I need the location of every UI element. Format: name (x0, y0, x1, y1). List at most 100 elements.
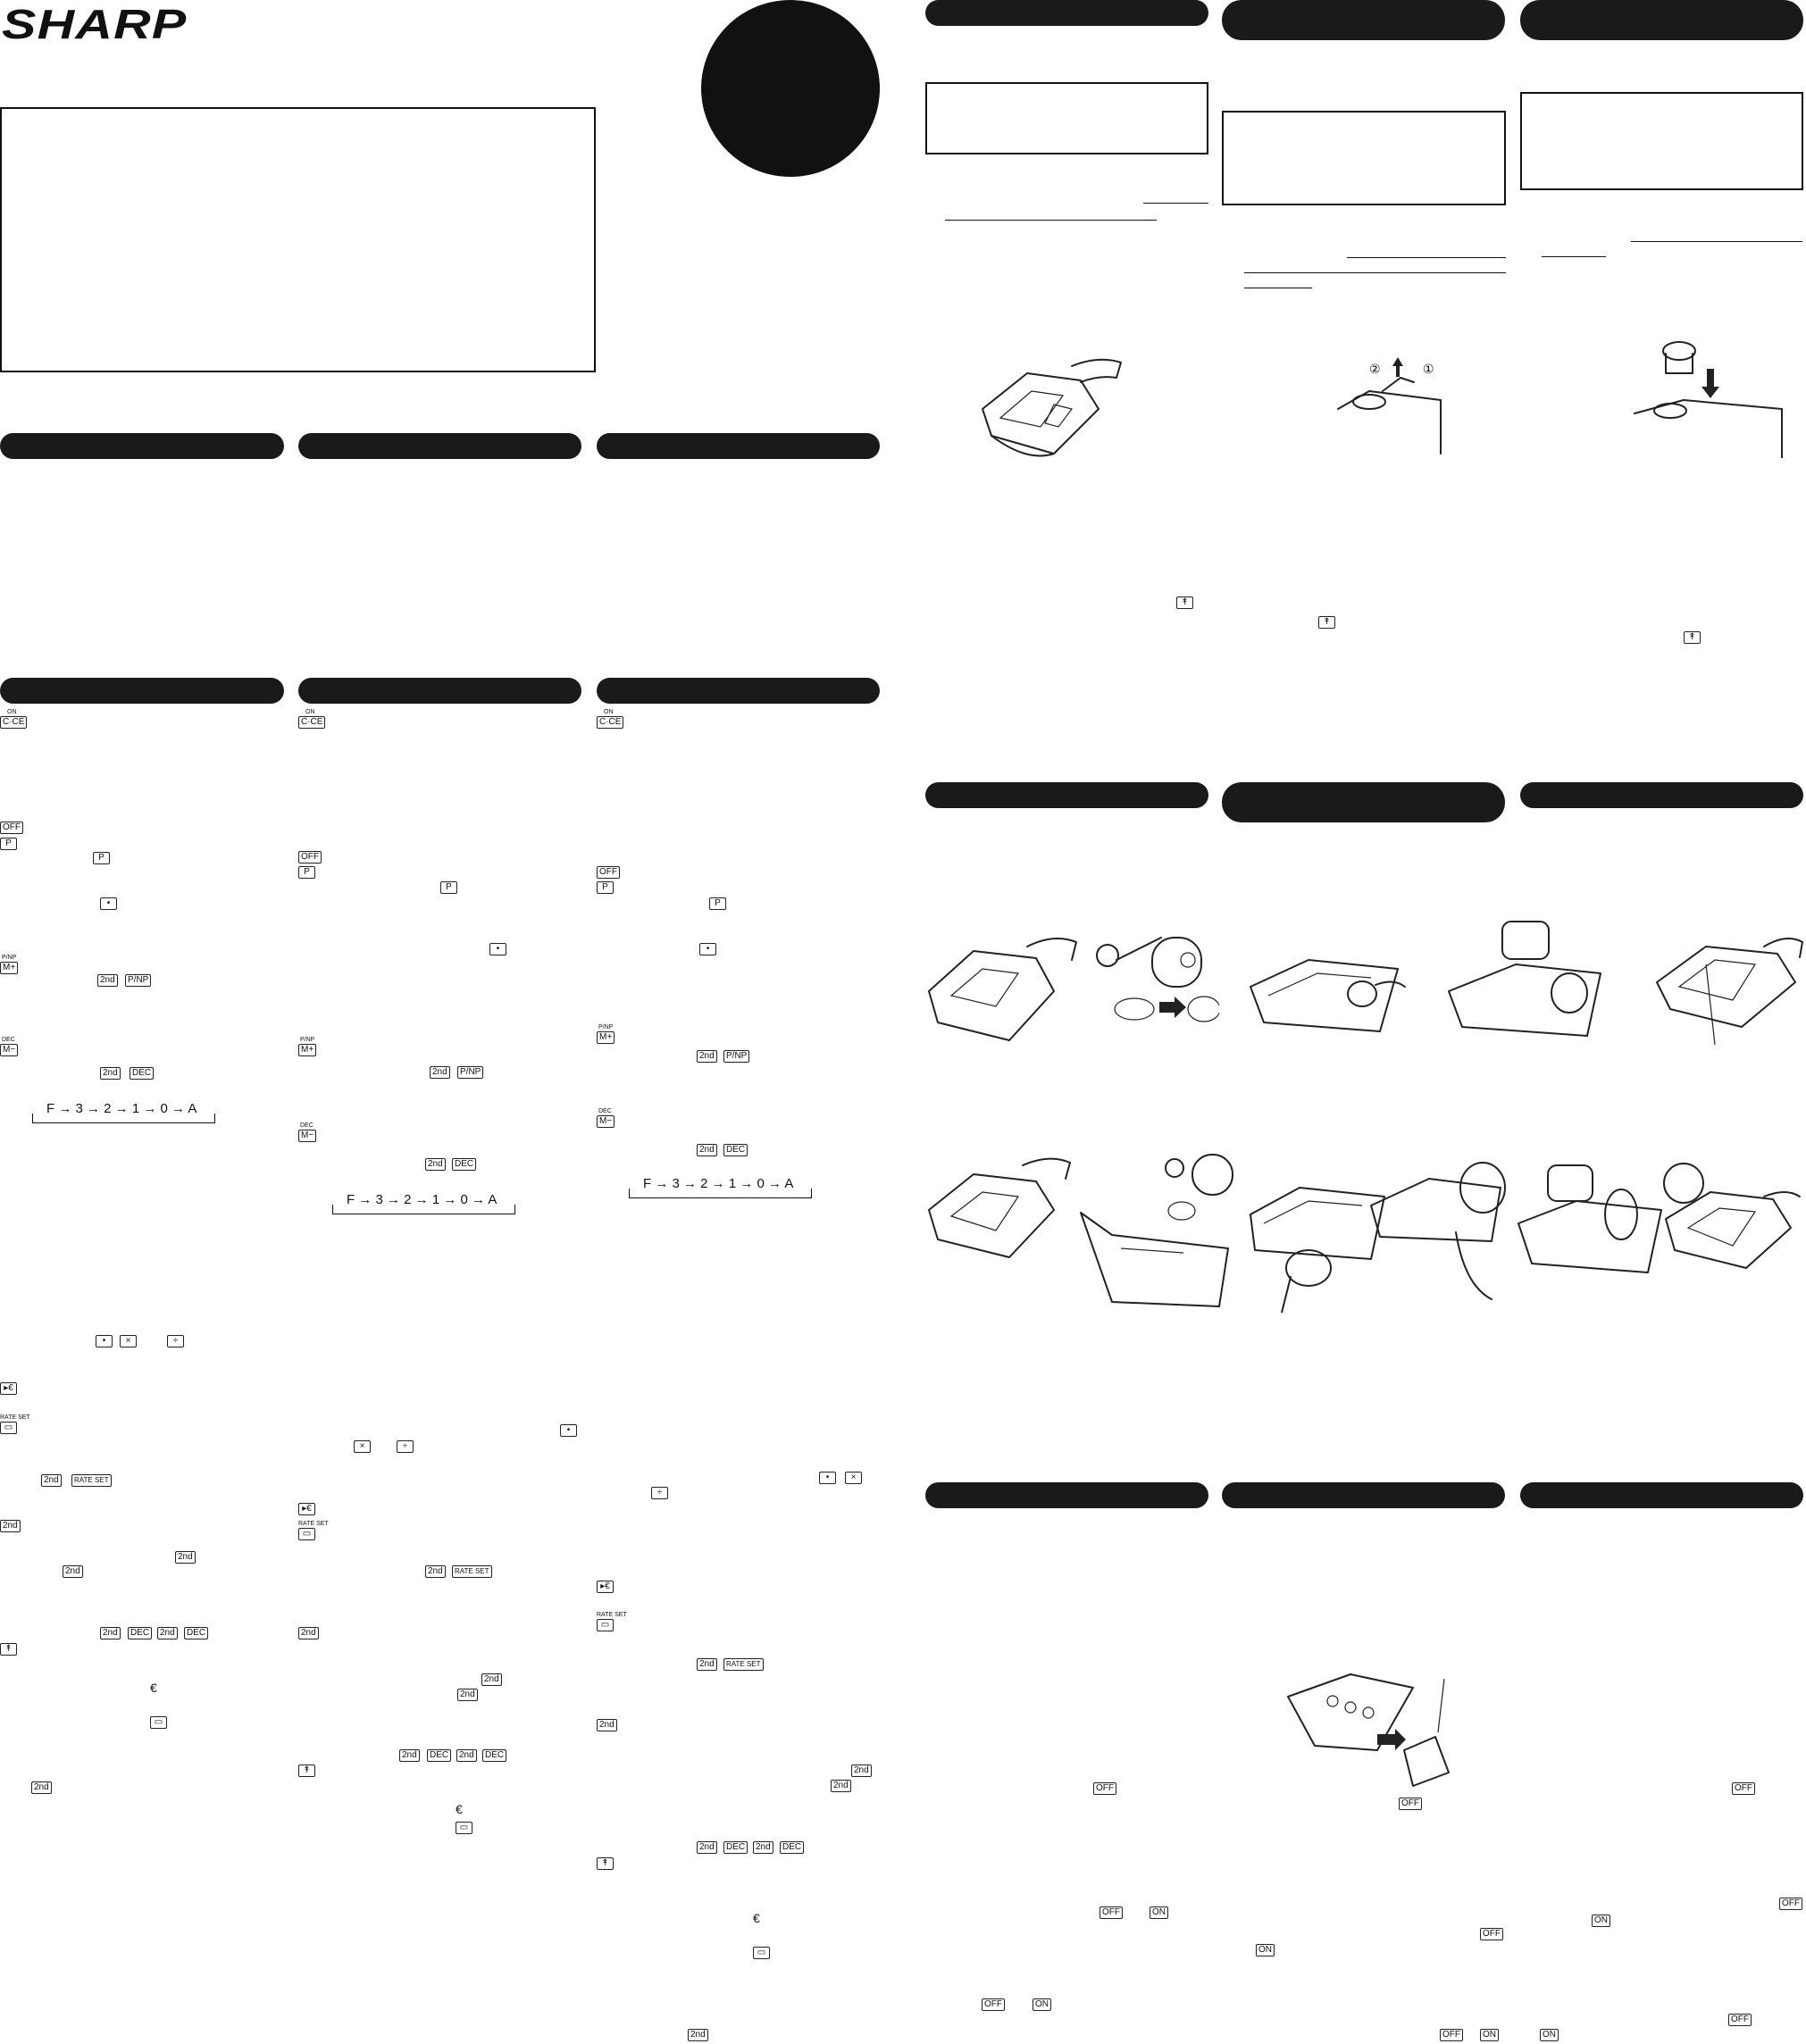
battery-cover-illustration (1287, 1673, 1450, 1787)
conversion-key: ▭ (456, 1822, 472, 1834)
text-underline (1347, 257, 1506, 258)
second-key: 2nd (697, 1144, 717, 1156)
p-key: P (0, 838, 17, 850)
roll-complete-illustration (1663, 1163, 1801, 1269)
off-key: OFF (1440, 2029, 1463, 2041)
dec-key: DEC (130, 1067, 155, 1080)
section-header (597, 433, 880, 459)
off-key: OFF (1099, 1906, 1123, 1919)
dec-key: DEC (780, 1841, 805, 1854)
roll-arm-illustration (1080, 1154, 1233, 1307)
second-key: 2nd (597, 1719, 617, 1731)
paper-feed-key: ↟ (298, 1765, 315, 1777)
dec-key: DEC (184, 1627, 209, 1639)
section-header (925, 782, 1208, 808)
m-plus-key: M+ (0, 962, 19, 974)
second-key: 2nd (456, 1749, 477, 1762)
dec-key: DEC (427, 1749, 452, 1762)
text-underline (1631, 241, 1802, 242)
m-plus-key: M+ (597, 1031, 615, 1044)
text-underline (1244, 272, 1506, 273)
p-key: P (298, 866, 315, 879)
second-key: 2nd (688, 2029, 708, 2041)
paper-insert-illustration (1250, 959, 1406, 1032)
off-key: OFF (982, 1998, 1005, 2011)
second-key: 2nd (425, 1158, 446, 1171)
ink-roller-illustration (1634, 341, 1783, 458)
second-key: 2nd (41, 1474, 62, 1487)
multiply-key: × (354, 1440, 371, 1453)
roll-feed-illustration (1518, 1164, 1662, 1273)
p-np-key: P/NP (723, 1050, 750, 1063)
on-key: ON (1256, 1944, 1275, 1956)
euro-symbol: € (753, 1911, 760, 1925)
cover-removal-illustration (982, 358, 1122, 457)
divide-key: ÷ (167, 1335, 184, 1347)
conversion-key: ▭ (150, 1716, 167, 1729)
second-key: 2nd (100, 1627, 121, 1639)
second-key: 2nd (298, 1627, 319, 1639)
rate-set-label: RATE SET (298, 1521, 329, 1527)
divide-key: ÷ (651, 1487, 668, 1499)
dec-label: DEC (300, 1122, 314, 1129)
off-key: OFF (298, 851, 322, 863)
paper-feed-press-illustration (1448, 921, 1601, 1037)
second-key: 2nd (100, 1067, 121, 1080)
dot-key: • (819, 1472, 836, 1484)
c-ce-key: C·CE (0, 716, 28, 729)
conversion-key: ▭ (597, 1619, 614, 1631)
p-key: P (93, 852, 110, 864)
dot-key: • (96, 1335, 113, 1347)
second-key: 2nd (457, 1689, 478, 1701)
off-key: OFF (1732, 1782, 1755, 1795)
dec-label: DEC (2, 1037, 15, 1043)
off-key: OFF (1093, 1782, 1116, 1795)
euro-symbol: € (456, 1802, 463, 1816)
on-label: ON (604, 709, 614, 715)
conversion-key: ▭ (753, 1947, 770, 1959)
off-key: OFF (1480, 1928, 1503, 1940)
second-key: 2nd (63, 1565, 83, 1578)
decimal-cycle-diagram: F → 3 → 2 → 1 → 0 → A (629, 1176, 812, 1198)
m-minus-key: M− (0, 1044, 19, 1056)
caution-box (925, 82, 1208, 154)
euro-symbol: € (150, 1681, 157, 1695)
rate-set-key: RATE SET (723, 1658, 764, 1671)
second-key: 2nd (157, 1627, 178, 1639)
dot-key: • (699, 943, 716, 955)
text-underline (945, 220, 1157, 221)
divide-key: ÷ (397, 1440, 414, 1453)
step-one-mark: ① (1423, 363, 1434, 377)
multiply-key: × (845, 1472, 862, 1484)
second-key: 2nd (0, 1520, 21, 1532)
dec-label: DEC (598, 1108, 612, 1114)
on-key: ON (1033, 1998, 1051, 2011)
paper-cut-illustration (1096, 937, 1219, 1022)
section-header (298, 433, 581, 459)
section-header (0, 433, 284, 459)
step-two-mark: ② (1369, 363, 1381, 377)
to-euro-key: ▸€ (298, 1503, 315, 1515)
text-underline (1542, 256, 1606, 257)
m-plus-key: M+ (298, 1044, 317, 1056)
section-header (0, 678, 284, 704)
p-np-key: P/NP (125, 974, 152, 987)
off-key: OFF (1399, 1798, 1422, 1810)
off-key: OFF (0, 822, 23, 834)
on-key: ON (1150, 1906, 1168, 1919)
paper-feed-key: ↟ (0, 1643, 17, 1656)
decimal-cycle-text: F → 3 → 2 → 1 → 0 → A (46, 1101, 197, 1116)
second-key: 2nd (97, 974, 118, 987)
language-badge-circle (701, 0, 880, 177)
rate-set-label: RATE SET (597, 1612, 627, 1618)
on-label: ON (7, 709, 17, 715)
to-euro-key: ▸€ (0, 1382, 17, 1395)
decimal-cycle-diagram: F → 3 → 2 → 1 → 0 → A (332, 1192, 515, 1214)
on-label: ON (305, 709, 315, 715)
section-header (298, 678, 581, 704)
c-ce-key: C·CE (597, 716, 624, 729)
section-header (1520, 1482, 1803, 1508)
second-key: 2nd (399, 1749, 420, 1762)
p-np-label: P/NP (2, 955, 17, 961)
paper-arm-illustration: ② ① (1337, 357, 1442, 455)
